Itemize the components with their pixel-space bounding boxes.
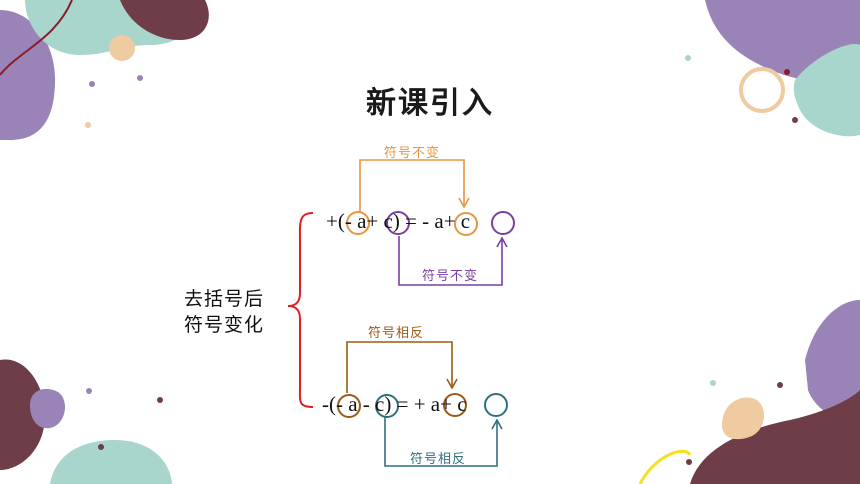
blob-mint-bottom-left <box>50 440 172 484</box>
blob-maroon-top-left <box>120 0 209 40</box>
circle-minus-2 <box>454 212 478 236</box>
blob-maroon-bottom-right <box>690 390 860 484</box>
dot-peach-top-left <box>109 35 135 61</box>
side-label: 去括号后 符号变化 <box>184 286 264 338</box>
blob-purple-bottom-right <box>805 300 860 421</box>
circle-plus-2 <box>491 211 515 235</box>
circle-minus-3 <box>337 394 361 418</box>
circle-plus-1 <box>386 211 410 235</box>
formula-1: +(- a+ c) = - a+ c <box>326 209 471 233</box>
blob-peach-bottom-right <box>722 397 764 440</box>
formula-1-note-top: 符号不变 <box>384 146 441 161</box>
side-label-line-1: 去括号后 <box>184 288 265 310</box>
circle-minus-1 <box>346 211 370 235</box>
line-yellow-bottom-right <box>638 449 692 484</box>
slide-title: 新课引入 <box>366 86 494 121</box>
formula-1-note-bottom: 符号不变 <box>422 269 479 284</box>
formula-2-note-top: 符号相反 <box>368 326 425 341</box>
formula-2: -(- a - c) = + a+ c <box>322 392 467 416</box>
brace-icon <box>287 212 314 408</box>
circle-minus-4 <box>375 394 399 418</box>
circle-plus-3 <box>443 393 467 417</box>
blob-mint-top-right <box>793 44 860 137</box>
side-label-line-2: 符号变化 <box>184 314 265 336</box>
blob-purple-top-left <box>0 10 55 140</box>
blob-maroon-bottom-left <box>0 359 45 470</box>
ring-peach-top-right <box>739 67 785 113</box>
circle-plus-4 <box>484 393 508 417</box>
formula-2-note-bottom: 符号相反 <box>410 452 467 467</box>
blob-purple-bottom-left <box>30 388 65 429</box>
line-red-top-left <box>0 0 73 76</box>
